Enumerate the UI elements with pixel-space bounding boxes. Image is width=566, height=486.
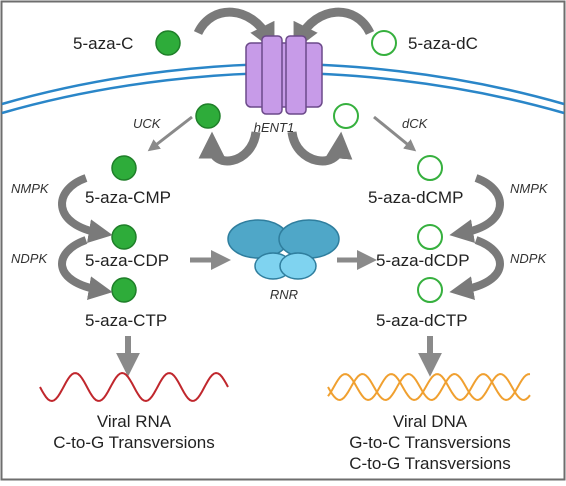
viral-rna-line1: C-to-G Transversions: [53, 433, 215, 452]
transporter-hent1: [245, 35, 323, 115]
uck-arrow: [147, 115, 193, 152]
viral-dna-line1: G-to-C Transversions: [349, 433, 511, 452]
node-aza-dc-inside: [333, 103, 359, 129]
viral-dna-line2: C-to-G Transversions: [349, 454, 511, 473]
viral-rna-title: Viral RNA: [97, 412, 172, 431]
release-arrow-right: [287, 131, 353, 166]
node-aza-ctp-label: 5-aza-CTP: [85, 311, 167, 330]
dck-arrow: [373, 115, 417, 152]
dck-label: dCK: [402, 116, 429, 131]
uck-label: UCK: [133, 116, 162, 131]
nmpk-left-label: NMPK: [11, 181, 50, 196]
node-aza-cmp: [111, 155, 137, 181]
import-arrow-left: [193, 7, 275, 51]
nmpk-right-label: NMPK: [510, 181, 549, 196]
node-aza-c-inside: [195, 103, 221, 129]
rnr-label: RNR: [270, 287, 298, 302]
import-arrow-right: [293, 7, 375, 51]
node-aza-dcdp-label: 5-aza-dCDP: [376, 251, 470, 270]
node-aza-dc-label: 5-aza-dC: [408, 34, 478, 53]
viral-dna-strand-b: [327, 373, 531, 402]
rnr-enzyme: [227, 219, 340, 280]
node-aza-ctp: [111, 277, 137, 303]
node-aza-cdp: [111, 224, 137, 250]
viral-dna-strand-a: [327, 372, 531, 402]
node-aza-dctp-label: 5-aza-dCTP: [376, 311, 468, 330]
node-aza-dc: [371, 30, 397, 56]
ndpk-right-label: NDPK: [510, 251, 547, 266]
node-aza-dctp: [417, 277, 443, 303]
viral-rna-wave: [39, 371, 229, 403]
nmpk-arrow-left: [58, 174, 113, 243]
node-aza-c-label: 5-aza-C: [73, 34, 133, 53]
viral-dna-title: Viral DNA: [393, 412, 468, 431]
ndpk-left-label: NDPK: [11, 251, 48, 266]
node-aza-dcmp-label: 5-aza-dCMP: [368, 188, 463, 207]
node-aza-dcmp: [417, 155, 443, 181]
node-aza-cmp-label: 5-aza-CMP: [85, 188, 171, 207]
node-aza-cdp-label: 5-aza-CDP: [85, 251, 169, 270]
ndpk-arrow-left: [58, 236, 113, 300]
hent1-label: hENT1: [254, 120, 294, 135]
node-aza-c: [155, 30, 181, 56]
node-aza-dcdp: [417, 224, 443, 250]
release-arrow-left: [198, 131, 261, 166]
nmpk-arrow-right: [449, 174, 504, 243]
ndpk-arrow-right: [449, 236, 504, 300]
